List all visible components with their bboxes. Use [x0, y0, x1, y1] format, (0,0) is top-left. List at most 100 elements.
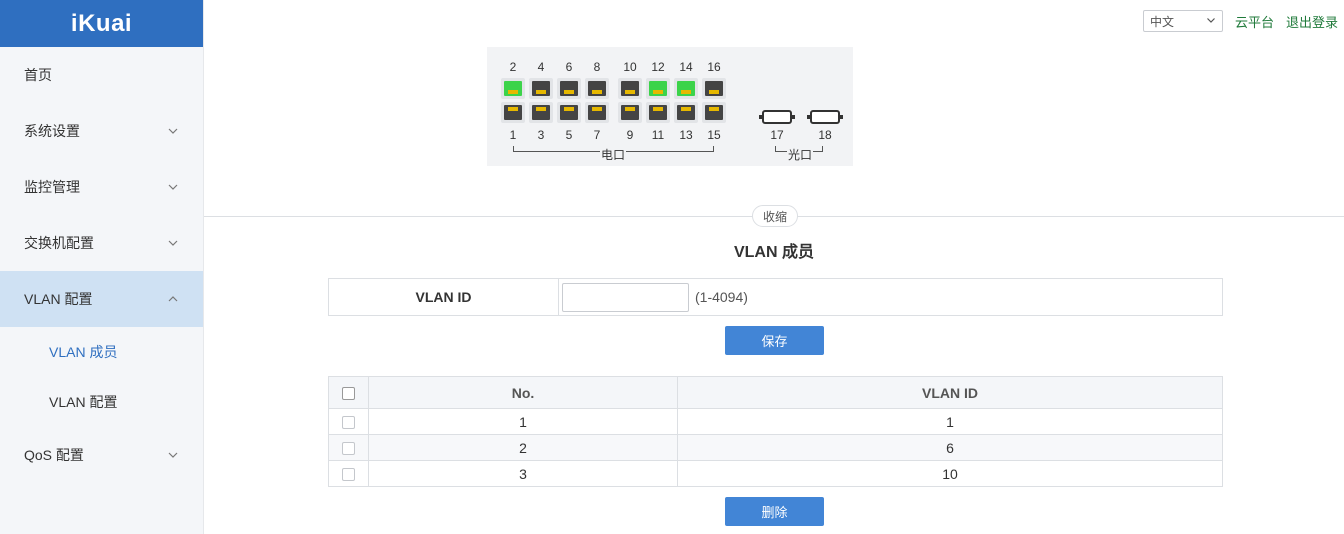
- port-number-label: 3: [537, 128, 545, 142]
- ethernet-port-icon[interactable]: [618, 78, 642, 99]
- port-led: [709, 107, 719, 111]
- nav-item-label: 首页: [24, 67, 52, 83]
- port-led: [681, 107, 691, 111]
- cell-vlan-id: 1: [677, 408, 1223, 435]
- save-button[interactable]: 保存: [725, 326, 824, 355]
- nav-item-label: 监控管理: [24, 179, 80, 195]
- ethernet-port-icon[interactable]: [529, 78, 553, 99]
- row-select-cell: [328, 434, 369, 461]
- ethernet-port-icon[interactable]: [646, 102, 670, 123]
- vlan-members-table: No. VLAN ID 1 1 2 6 3 10: [328, 376, 1223, 487]
- row-checkbox[interactable]: [342, 468, 355, 482]
- nav-item-switch-config[interactable]: 交换机配置: [0, 215, 203, 271]
- ethernet-port-icon[interactable]: [585, 102, 609, 123]
- vlan-id-field-wrap: (1-4094): [559, 279, 748, 315]
- language-select[interactable]: 中文: [1142, 10, 1223, 32]
- port-led: [536, 90, 546, 94]
- port-led: [681, 90, 691, 94]
- port-number-label: 15: [707, 128, 721, 142]
- table-header-row: No. VLAN ID: [328, 376, 1223, 409]
- sub-item-vlan-settings[interactable]: VLAN 配置: [49, 394, 118, 410]
- ethernet-port-icon[interactable]: [702, 78, 726, 99]
- table-row: 1 1: [328, 408, 1223, 435]
- select-all-cell: [328, 376, 369, 409]
- nav-item-system-settings[interactable]: 系统设置: [0, 103, 203, 159]
- port-led: [709, 90, 719, 94]
- chevron-up-icon: [167, 293, 179, 305]
- cell-vlan-id: 10: [677, 460, 1223, 487]
- ethernet-port-icon[interactable]: [557, 78, 581, 99]
- ethernet-port-icon[interactable]: [501, 102, 525, 123]
- vlan-id-form-row: VLAN ID (1-4094): [328, 278, 1223, 316]
- port-number-label: 7: [593, 128, 601, 142]
- ethernet-port-icon[interactable]: [529, 102, 553, 123]
- table-row: 3 10: [328, 460, 1223, 487]
- port-led: [653, 107, 663, 111]
- sfp-port-icon[interactable]: [759, 110, 795, 124]
- nav-item-label: VLAN 配置: [24, 291, 93, 307]
- chevron-down-icon: [167, 181, 179, 193]
- language-select-value: 中文: [1149, 14, 1174, 29]
- port-number-label: 16: [707, 60, 721, 74]
- row-checkbox[interactable]: [342, 416, 355, 430]
- ethernet-port-icon[interactable]: [674, 102, 698, 123]
- port-led: [564, 90, 574, 94]
- section-title: VLAN 成员: [733, 244, 814, 261]
- vlan-id-hint: (1-4094): [695, 289, 748, 305]
- table-row: 2 6: [328, 434, 1223, 461]
- ethernet-port-icon[interactable]: [674, 78, 698, 99]
- port-led: [592, 90, 602, 94]
- cell-vlan-id: 6: [677, 434, 1223, 461]
- port-led: [625, 107, 635, 111]
- collapse-button[interactable]: 收缩: [752, 205, 798, 227]
- ethernet-port-icon[interactable]: [501, 78, 525, 99]
- vlan-id-label: VLAN ID: [329, 279, 559, 315]
- ethernet-port-icon[interactable]: [585, 78, 609, 99]
- column-header-no: No.: [368, 376, 678, 409]
- port-led: [508, 107, 518, 111]
- cell-no: 2: [368, 434, 678, 461]
- delete-button[interactable]: 删除: [725, 497, 824, 526]
- sub-item-vlan-members[interactable]: VLAN 成员: [49, 344, 118, 360]
- nav-item-qos-config[interactable]: QoS 配置: [0, 427, 203, 483]
- ethernet-port-icon[interactable]: [646, 78, 670, 99]
- port-number-label: 10: [623, 60, 637, 74]
- cell-no: 3: [368, 460, 678, 487]
- ethernet-port-icon[interactable]: [557, 102, 581, 123]
- chevron-down-icon: [167, 125, 179, 137]
- row-select-cell: [328, 460, 369, 487]
- sfp-port-icon[interactable]: [807, 110, 843, 124]
- nav-item-label: QoS 配置: [24, 447, 84, 463]
- port-led: [625, 90, 635, 94]
- nav-item-monitoring[interactable]: 监控管理: [0, 159, 203, 215]
- port-number-label: 1: [509, 128, 517, 142]
- chevron-down-icon: [1206, 14, 1216, 28]
- vlan-id-input[interactable]: [562, 282, 689, 312]
- nav-item-home[interactable]: 首页: [0, 47, 203, 103]
- top-bar: 中文 云平台 退出登录: [1142, 10, 1338, 32]
- brand-logo: iKuai: [0, 0, 203, 47]
- ethernet-port-icon[interactable]: [618, 102, 642, 123]
- nav-item-label: 交换机配置: [24, 235, 94, 251]
- cloud-platform-link[interactable]: 云平台: [1234, 14, 1274, 30]
- port-number-label: 17: [770, 128, 784, 142]
- logout-link[interactable]: 退出登录: [1285, 14, 1338, 30]
- port-led: [536, 107, 546, 111]
- port-led: [564, 107, 574, 111]
- port-number-label: 13: [679, 128, 693, 142]
- nav-item-label: 系统设置: [24, 123, 80, 139]
- port-number-label: 18: [818, 128, 832, 142]
- port-number-label: 8: [593, 60, 601, 74]
- port-number-label: 12: [651, 60, 665, 74]
- nav-item-vlan-config[interactable]: VLAN 配置: [0, 271, 203, 327]
- select-all-checkbox[interactable]: [342, 387, 355, 401]
- port-led: [653, 90, 663, 94]
- ethernet-port-icon[interactable]: [702, 102, 726, 123]
- cell-no: 1: [368, 408, 678, 435]
- row-checkbox[interactable]: [342, 442, 355, 456]
- port-number-label: 2: [509, 60, 517, 74]
- port-number-label: 14: [679, 60, 693, 74]
- port-led: [592, 107, 602, 111]
- port-number-label: 4: [537, 60, 545, 74]
